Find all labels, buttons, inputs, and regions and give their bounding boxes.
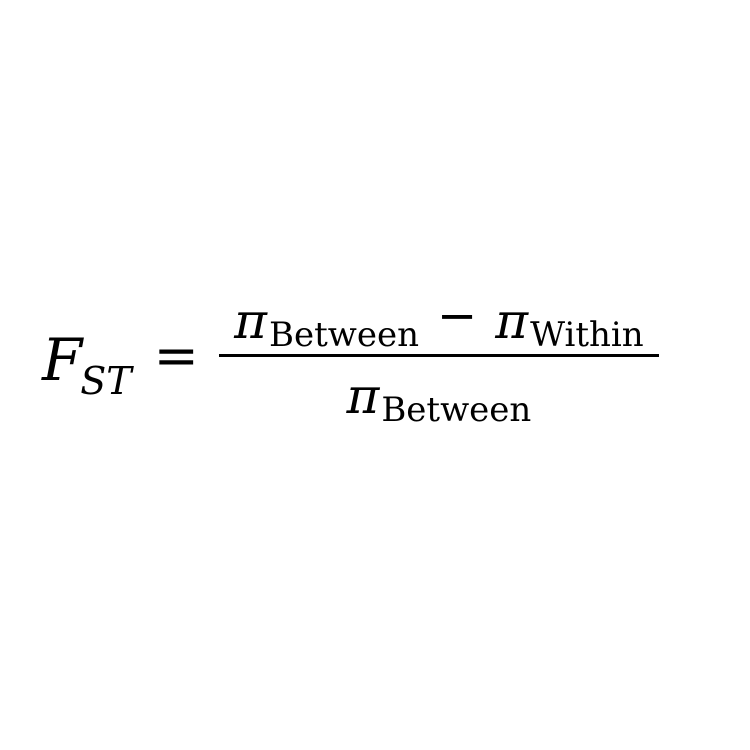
formula-fraction: π Between − π Within π Between [218, 291, 659, 427]
pi-within-symbol: π [495, 291, 529, 350]
denominator-pi-subscript: Between [381, 389, 532, 430]
fst-formula: F ST = π Between − π Within π Between [42, 291, 666, 427]
fraction-bar [218, 353, 659, 357]
fst-variable: F [42, 326, 83, 394]
minus-sign: − [437, 287, 478, 344]
pi-between-subscript: Between [268, 314, 419, 355]
formula-lhs: F ST [42, 326, 132, 400]
equals-sign: = [153, 324, 199, 387]
denominator-pi-symbol: π [346, 366, 380, 425]
pi-within-subscript: Within [530, 314, 644, 355]
fraction-numerator: π Between − π Within [234, 291, 644, 355]
pi-between-symbol: π [234, 291, 267, 350]
fst-subscript: ST [80, 359, 132, 403]
fraction-denominator: π Between [346, 357, 531, 427]
